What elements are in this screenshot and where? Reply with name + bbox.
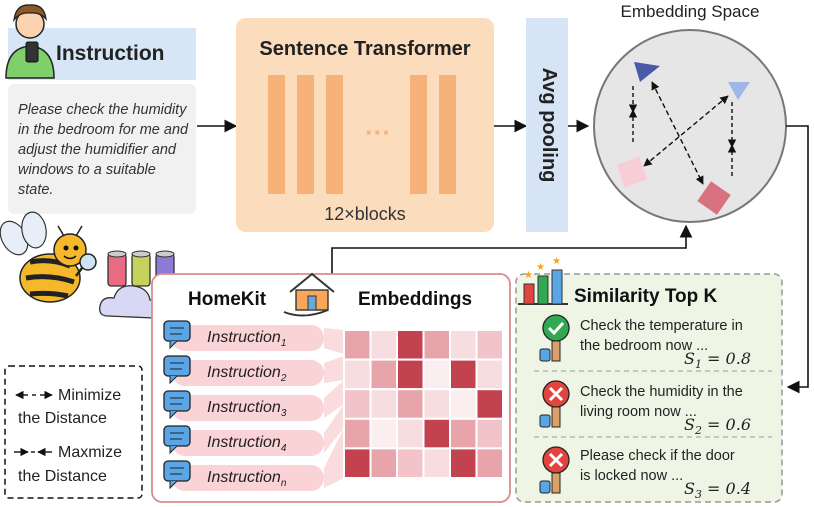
avg-pooling-label: Avg pooling [538, 67, 560, 183]
instruction-item-2: Instruction2 [207, 364, 287, 385]
homekit-title: HomeKit [188, 289, 267, 310]
matrix-cell [449, 447, 478, 479]
matrix-cell [343, 358, 372, 391]
transformer-blocks-label: 12×blocks [324, 204, 406, 224]
matrix-cell [422, 447, 451, 479]
embedding-space-title: Embedding Space [620, 2, 760, 21]
svg-text:★: ★ [524, 270, 533, 281]
instruction-item-5: Instructionn [207, 469, 287, 490]
legend-box [4, 365, 143, 499]
legend-maximize-line2: the Distance [18, 468, 107, 485]
matrix-cell [396, 358, 425, 391]
matrix-cell [369, 417, 398, 450]
matrix-cell [449, 417, 478, 450]
embedding-triangle-dark [634, 62, 660, 82]
bar-chart-icon: ★ ★ ★ [518, 256, 568, 305]
result-2-score: S2 = 0.6 [684, 415, 751, 438]
matrix-cell [422, 329, 451, 361]
matrix-cell [369, 329, 398, 361]
result-1-score: S1 = 0.8 [684, 349, 751, 372]
matrix-connectors [324, 328, 344, 488]
matrix-cell [422, 388, 451, 420]
matrix-cell [396, 447, 425, 479]
instruction-item-3: Instruction3 [207, 399, 287, 420]
check-badge-icon [539, 314, 570, 362]
transformer-block-5 [439, 75, 456, 194]
instruction-text: Please check the humidity in the bedroom… [18, 102, 189, 198]
matrix-cell [475, 447, 504, 479]
instruction-pill-3 [172, 395, 324, 421]
instruction-pill-2 [172, 360, 324, 386]
transformer-block-2 [297, 75, 314, 194]
matrix-cell [343, 417, 372, 450]
chat-icon-4 [163, 425, 191, 455]
matrix-cell [422, 417, 451, 450]
similarity-title: Similarity Top K [574, 286, 718, 307]
instruction-box [8, 84, 196, 214]
embedding-triangle-light [728, 82, 750, 100]
matrix-cell [369, 447, 398, 479]
instruction-pill-1 [172, 325, 324, 351]
chat-icon-2 [163, 355, 191, 385]
embeddings-title: Embeddings [358, 289, 473, 310]
instruction-title: Instruction [56, 42, 165, 65]
svg-text:★: ★ [536, 262, 545, 273]
transformer-block-3 [326, 75, 343, 194]
transformer-ellipsis: ··· [365, 117, 391, 147]
matrix-cell [369, 388, 398, 420]
bee-icon [0, 211, 97, 303]
transformer-block-4 [410, 75, 427, 194]
matrix-cell [343, 329, 372, 361]
instruction-pill-5 [172, 465, 324, 491]
pooling-box [526, 18, 568, 232]
cross-badge-icon-2 [539, 446, 570, 494]
embedding-space-circle [593, 29, 787, 223]
matrix-cell [449, 388, 478, 420]
matrix-cell [343, 388, 372, 420]
matrix-cell [475, 417, 504, 450]
matrix-cell [396, 329, 425, 361]
similarity-panel [515, 273, 783, 503]
result-3-score: S3 = 0.4 [684, 479, 751, 502]
matrix-cell [449, 358, 478, 391]
matrix-cell [475, 329, 504, 361]
arrow-homekit-to-space [331, 224, 693, 274]
embedding-matrix [343, 329, 504, 479]
transformer-title: Sentence Transformer [259, 38, 471, 60]
embedding-square-light [616, 156, 648, 188]
instruction-item-4: Instruction4 [207, 434, 287, 455]
embedding-square-dark [697, 181, 731, 215]
instruction-pill-4 [172, 430, 324, 456]
legend-minimize-line1: Minimize [58, 387, 122, 404]
transformer-block-1 [268, 75, 285, 194]
legend-minimize-line2: the Distance [18, 410, 107, 427]
matrix-cell [396, 417, 425, 450]
home-icon [283, 272, 335, 317]
matrix-cell [475, 358, 504, 391]
arrow-to-similarity [786, 125, 809, 394]
matrix-cell [396, 388, 425, 420]
matrix-cell [449, 329, 478, 361]
person-icon [5, 4, 55, 79]
matrix-cell [475, 388, 504, 420]
legend-maximize-line1: Maxmize [58, 444, 123, 461]
matrix-cell [422, 358, 451, 391]
matrix-cell [343, 447, 372, 479]
instruction-item-1: Instruction1 [207, 329, 287, 350]
svg-text:★: ★ [552, 256, 561, 267]
chat-icon-5 [163, 460, 191, 490]
cross-badge-icon-1 [539, 380, 570, 428]
chat-icon-3 [163, 390, 191, 420]
matrix-cell [369, 358, 398, 391]
chat-icon-1 [163, 320, 191, 350]
